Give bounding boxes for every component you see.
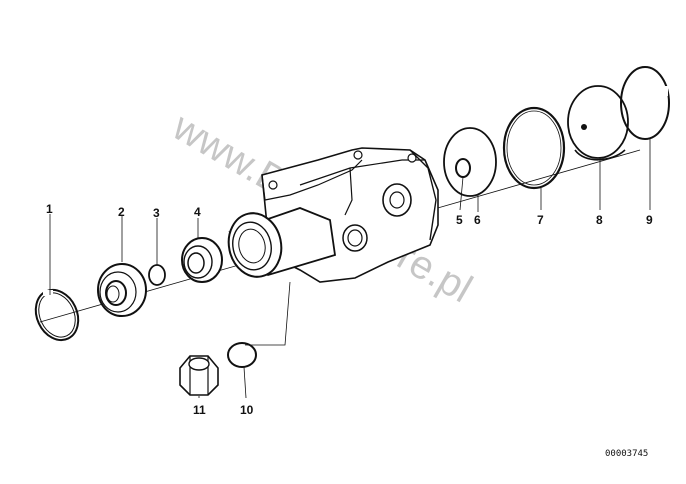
callout-5: 5	[456, 213, 463, 227]
callout-9: 9	[646, 213, 653, 227]
leader-lines	[49, 138, 651, 399]
part-5-o-ring[interactable]	[455, 158, 471, 178]
reference-number: 00003745	[605, 449, 648, 459]
part-3-o-ring[interactable]	[148, 264, 166, 286]
part-2-bearing[interactable]	[97, 263, 147, 317]
part-4-seal[interactable]	[181, 237, 223, 283]
callout-1: 1	[46, 202, 53, 216]
part-1-snap-ring[interactable]	[28, 283, 86, 347]
callout-11: 11	[193, 403, 206, 417]
part-10-sealing-ring[interactable]	[227, 342, 257, 368]
part-9-circlip[interactable]	[620, 66, 670, 140]
callout-8: 8	[596, 213, 603, 227]
part-6-gasket[interactable]	[443, 127, 497, 197]
pump-housing[interactable]	[223, 147, 439, 283]
callout-7: 7	[537, 213, 544, 227]
callout-10: 10	[240, 403, 254, 417]
callout-2: 2	[118, 205, 125, 219]
part-7-o-ring[interactable]	[502, 106, 566, 190]
callout-4: 4	[194, 205, 201, 219]
callout-3: 3	[153, 206, 160, 220]
part-11-drain-plug[interactable]	[179, 355, 219, 396]
callout-6: 6	[474, 213, 481, 227]
leader-housing-drain	[245, 281, 291, 346]
part-8-cover[interactable]	[567, 85, 629, 161]
